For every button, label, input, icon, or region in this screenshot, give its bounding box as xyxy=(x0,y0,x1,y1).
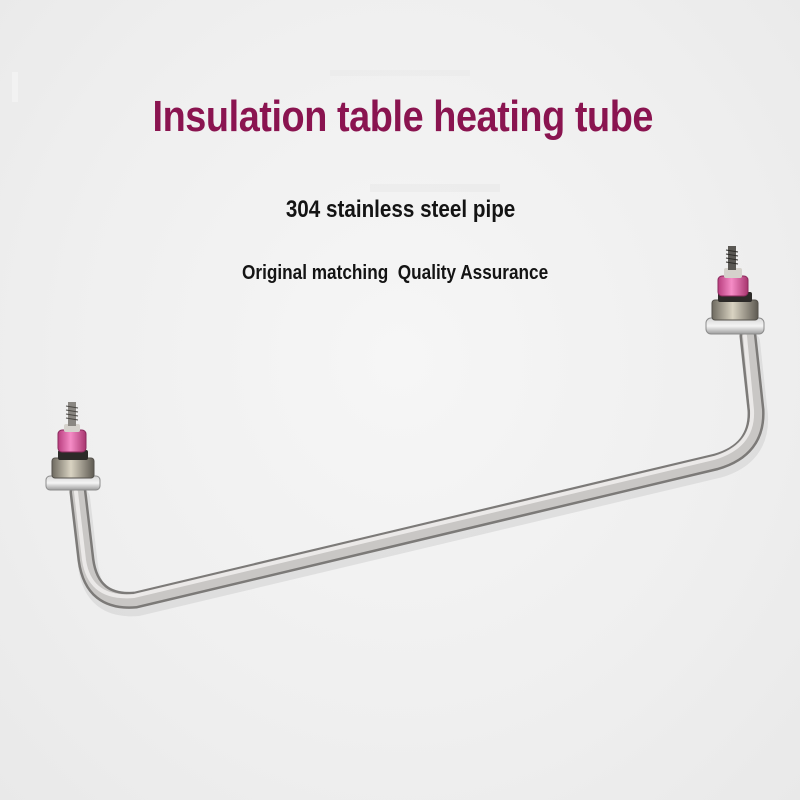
background-artifacts xyxy=(12,70,500,192)
right-terminal xyxy=(705,246,765,335)
left-terminal xyxy=(45,402,101,491)
material-subtitle: 304 stainless steel pipe xyxy=(285,196,516,223)
quality-tagline: Original matching Quality Assurance xyxy=(242,262,549,284)
tube-body xyxy=(69,327,765,609)
product-title: Insulation table heating tube xyxy=(152,92,654,141)
